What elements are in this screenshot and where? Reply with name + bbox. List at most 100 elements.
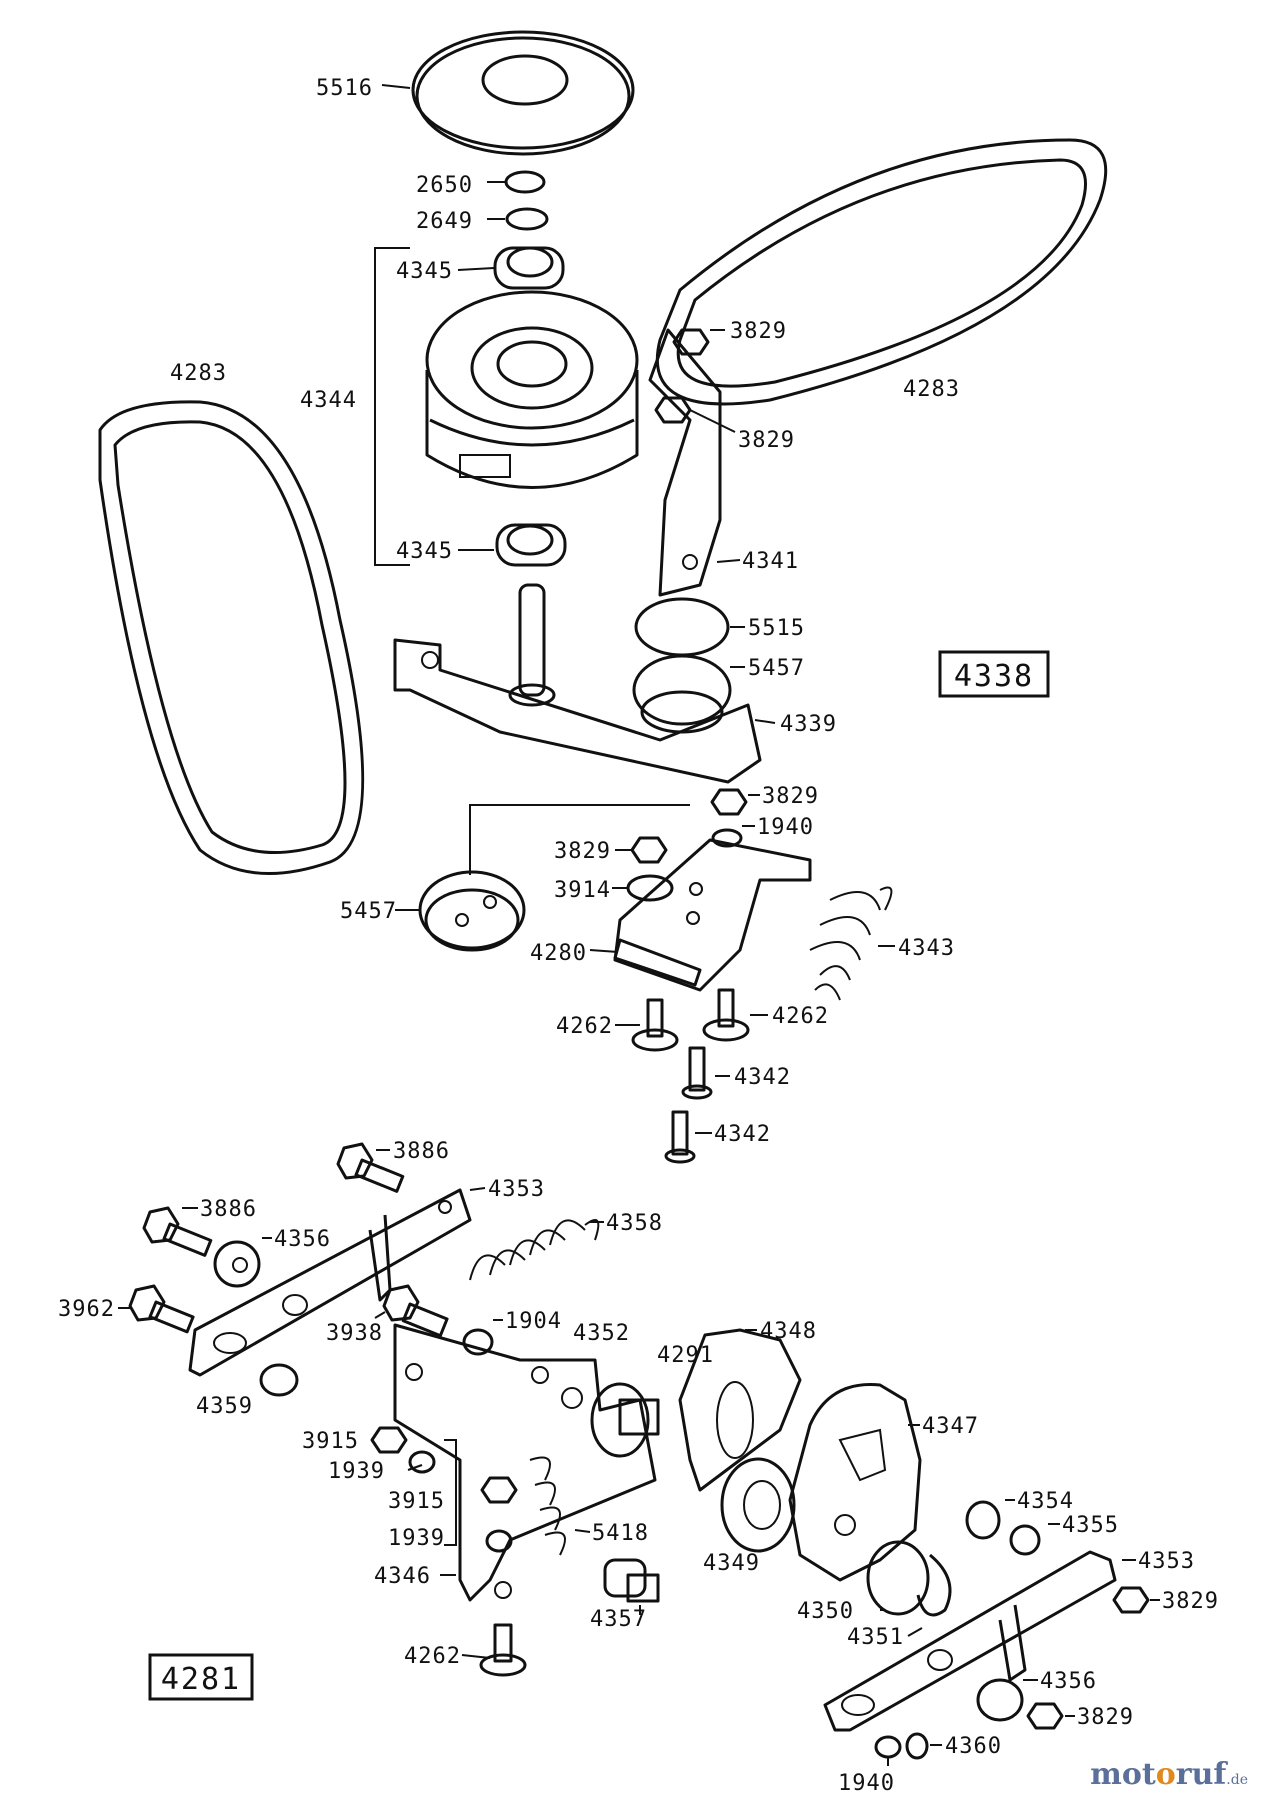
callout-label: 1939 — [388, 1526, 445, 1551]
callout-label: 1940 — [838, 1771, 895, 1796]
bolt-3962 — [128, 1284, 195, 1334]
callout-label: 4342 — [734, 1065, 791, 1090]
clip-4351 — [916, 1553, 952, 1617]
callout-labels: 5516 2650 2649 4345 4344 4345 4283 4283 … — [58, 76, 1219, 1796]
callout-label: 4345 — [396, 259, 453, 284]
clip-4360 — [905, 1732, 929, 1760]
callout-label: 4354 — [1017, 1489, 1074, 1514]
callout-label: 4345 — [396, 539, 453, 564]
callout-label: 3829 — [554, 839, 611, 864]
bushing-4355 — [1009, 1524, 1041, 1556]
callout-label: 4347 — [922, 1414, 979, 1439]
idler-pulley-lower — [418, 870, 526, 952]
bearing-top — [493, 246, 565, 290]
callout-label: 4353 — [488, 1177, 545, 1202]
callout-label: 4358 — [606, 1211, 663, 1236]
bushing-4359 — [259, 1363, 299, 1397]
callout-label: 3938 — [326, 1321, 383, 1346]
pivot-4291 — [590, 1382, 660, 1458]
callout-label: 4343 — [898, 936, 955, 961]
callout-label: 4348 — [760, 1319, 817, 1344]
screw-4262-c — [479, 1623, 527, 1677]
group-box-4281: 4281 — [148, 1653, 254, 1701]
screw-4262-b — [702, 988, 750, 1042]
leader-lines — [118, 84, 1160, 1766]
idler-pulley-5457 — [632, 654, 732, 734]
callout-label: 3915 — [302, 1429, 359, 1454]
callout-label: 3886 — [200, 1197, 257, 1222]
callout-label: 4344 — [300, 388, 357, 413]
brand-suffix: ruf — [1175, 1757, 1227, 1792]
callout-label: 2649 — [416, 209, 473, 234]
washer-4356-b — [976, 1678, 1024, 1722]
callout-label: 4351 — [847, 1625, 904, 1650]
callout-label: 4356 — [274, 1227, 331, 1252]
callout-label: 2650 — [416, 173, 473, 198]
callout-label: 3829 — [762, 784, 819, 809]
callout-label: 3829 — [1077, 1705, 1134, 1730]
callout-label: 5515 — [748, 616, 805, 641]
shaft — [508, 583, 556, 707]
callout-label: 4346 — [374, 1564, 431, 1589]
callout-label: 4291 — [657, 1343, 714, 1368]
screw-4262-a — [631, 998, 679, 1052]
tension-spring — [809, 886, 893, 1001]
callout-label: 1939 — [328, 1459, 385, 1484]
callout-label: 4280 — [530, 941, 587, 966]
callout-label: 3914 — [554, 878, 611, 903]
callout-label: 3962 — [58, 1297, 115, 1322]
callout-label: 4355 — [1062, 1513, 1119, 1538]
callout-label: 4356 — [1040, 1669, 1097, 1694]
lever-arm-lower — [823, 1550, 1117, 1732]
callout-label: 4339 — [780, 712, 837, 737]
brand-o: o — [1155, 1757, 1176, 1792]
callout-label: 3829 — [1162, 1589, 1219, 1614]
cam-plate-4348 — [678, 1328, 802, 1492]
callout-label: 4349 — [703, 1551, 760, 1576]
callout-label: 4342 — [714, 1122, 771, 1147]
callout-label: 4262 — [772, 1004, 829, 1029]
callout-label: 5457 — [340, 899, 397, 924]
callout-label: 4283 — [903, 377, 960, 402]
brand-tld: .de — [1226, 1772, 1248, 1788]
callout-label: 1940 — [757, 815, 814, 840]
callout-label: 3829 — [730, 319, 787, 344]
callout-label: 4360 — [945, 1734, 1002, 1759]
callout-label: 4359 — [196, 1394, 253, 1419]
cam-plate-4347 — [788, 1383, 922, 1582]
callout-label: 4357 — [590, 1607, 647, 1632]
callout-label: 3915 — [388, 1489, 445, 1514]
callout-label: 3829 — [738, 428, 795, 453]
clutch-pulley — [425, 290, 639, 489]
washer-1940-b — [874, 1735, 902, 1759]
brand-prefix: mot — [1090, 1757, 1156, 1792]
washer-1940 — [711, 828, 743, 848]
callout-label: 4262 — [404, 1644, 461, 1669]
washer — [505, 207, 549, 231]
nut-3915-a — [370, 1426, 408, 1454]
brand-watermark: motoruf.de — [1090, 1757, 1248, 1792]
nut-3915-b — [480, 1476, 518, 1504]
washer-1939-a — [408, 1450, 436, 1474]
callout-label: 4262 — [556, 1014, 613, 1039]
screw-4342-a — [681, 1046, 713, 1100]
group-box-4338: 4338 — [938, 650, 1050, 698]
washer-1904 — [462, 1328, 494, 1356]
group-box-4338-label: 4338 — [954, 659, 1034, 694]
spring-4358 — [469, 1219, 600, 1281]
callout-label: 4350 — [797, 1599, 854, 1624]
pin-4357 — [603, 1558, 660, 1603]
bolt-3938 — [382, 1284, 449, 1338]
idler-bracket-plate — [393, 638, 762, 784]
callout-label: 4352 — [573, 1321, 630, 1346]
bolt-3886-a — [336, 1142, 405, 1193]
washer-1939-b — [485, 1529, 513, 1553]
nut-3829-f — [1026, 1702, 1064, 1730]
washer-4356-a — [213, 1240, 261, 1288]
callout-label: 5418 — [592, 1521, 649, 1546]
nut-3829-a — [672, 328, 710, 356]
v-belt-left — [98, 400, 365, 876]
nut-3829-c — [710, 788, 748, 816]
belt-guide-bracket — [648, 328, 722, 597]
callout-label: 4353 — [1138, 1549, 1195, 1574]
